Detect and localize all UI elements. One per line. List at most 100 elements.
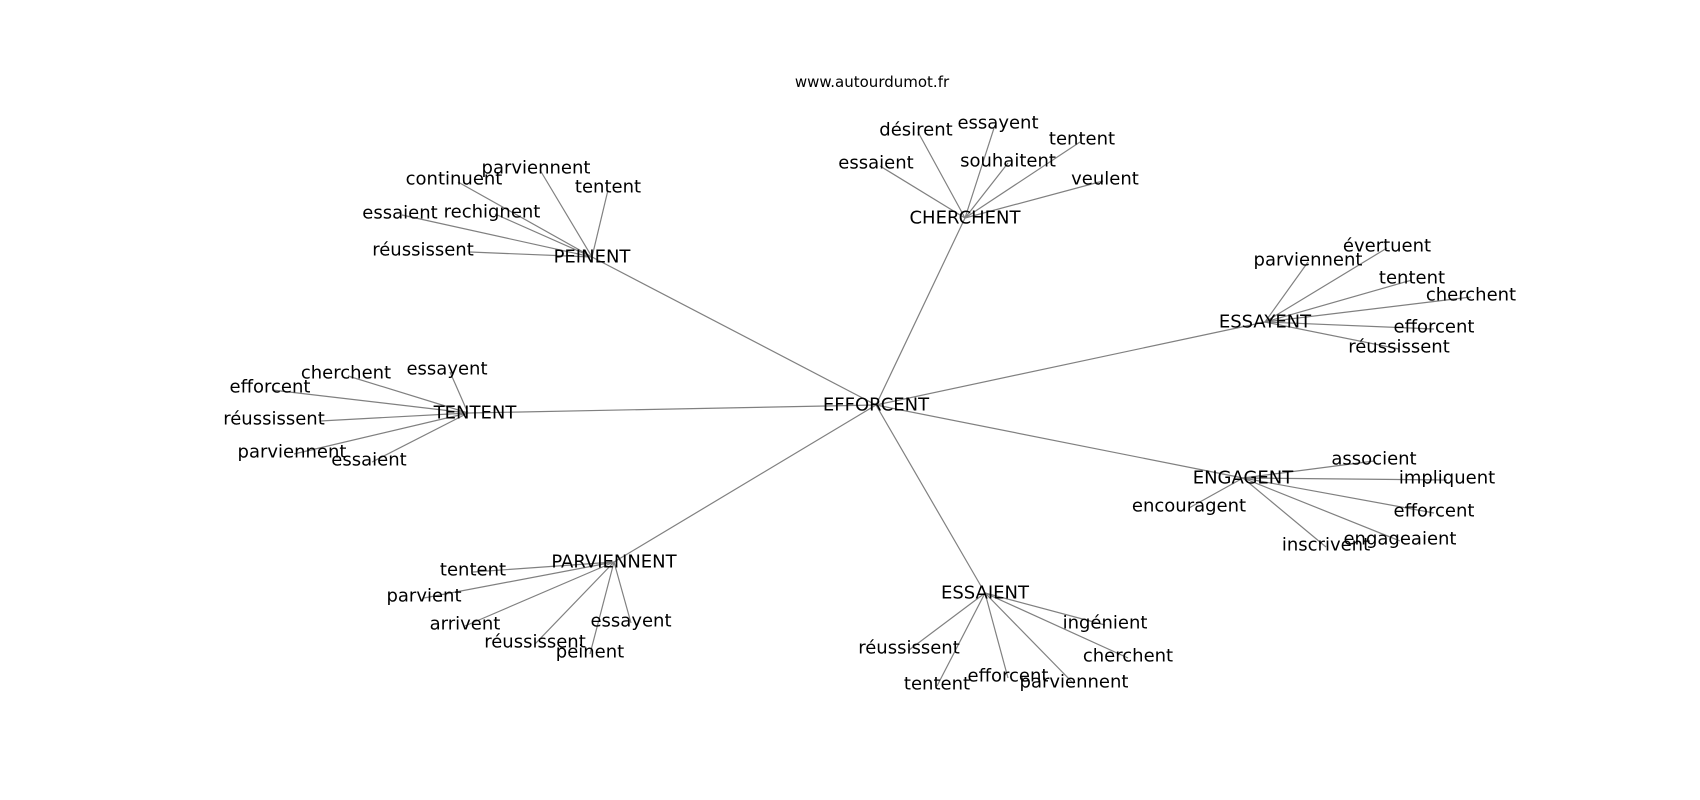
edge-center-to-parviennent (613, 404, 877, 563)
leaf-word[interactable]: parviennent (238, 442, 347, 463)
cluster-node-essayent[interactable]: ESSAYENT (1219, 312, 1312, 333)
edge-essaient-to-réussissent (908, 592, 986, 651)
site-url: www.autourdumot.fr (795, 73, 950, 91)
leaf-word[interactable]: essayent (406, 359, 487, 380)
leaf-word[interactable]: ingénient (1063, 613, 1148, 634)
leaf-word[interactable]: tentent (1379, 268, 1445, 289)
leaf-word[interactable]: peinent (556, 642, 624, 663)
edge-center-to-essayent (875, 321, 1266, 406)
edge-essayent-to-réussissent (1264, 321, 1400, 350)
leaf-word[interactable]: rechignent (444, 202, 541, 223)
leaf-word[interactable]: cherchent (301, 363, 391, 384)
edge-engagent-to-engageaient (1242, 477, 1401, 542)
edge-tentent-to-efforcent (271, 389, 469, 414)
edge-center-to-essaient (875, 404, 986, 594)
leaf-word[interactable]: tentent (440, 560, 506, 581)
edge-center-to-peinent (591, 256, 877, 406)
leaf-word[interactable]: parviennent (1020, 672, 1129, 693)
cluster-node-engagent[interactable]: ENGAGENT (1193, 468, 1295, 489)
graph-labels: EFFORCENTPEINENTparviennenttententcontin… (223, 113, 1516, 695)
leaf-word[interactable]: efforcent (968, 666, 1049, 687)
edge-cherchent-to-veulent (964, 180, 1104, 219)
leaf-word[interactable]: efforcent (1394, 501, 1475, 522)
edge-tentent-to-réussissent (319, 412, 469, 422)
cluster-node-peinent[interactable]: PEINENT (554, 247, 632, 268)
leaf-word[interactable]: efforcent (230, 377, 311, 398)
edge-parviennent-to-essayent (613, 561, 632, 624)
center-word[interactable]: EFFORCENT (823, 395, 930, 416)
graph-edges (271, 124, 1472, 687)
edge-essayent-to-tentent (1264, 279, 1413, 323)
edge-tentent-to-essayent (449, 371, 469, 414)
leaf-word[interactable]: essaient (362, 203, 437, 224)
edge-cherchent-to-essaient (879, 165, 966, 219)
leaf-word[interactable]: désirent (879, 120, 952, 141)
leaf-word[interactable]: essaient (838, 153, 913, 174)
cluster-node-essaient[interactable]: ESSAIENT (941, 583, 1030, 604)
cluster-node-tentent[interactable]: TENTENT (433, 403, 518, 424)
leaf-word[interactable]: efforcent (1394, 317, 1475, 338)
cluster-node-parviennent[interactable]: PARVIENNENT (551, 552, 677, 573)
edge-engagent-to-encouragent (1188, 477, 1244, 509)
edge-center-to-tentent (467, 404, 877, 414)
leaf-word[interactable]: inscrivent (1282, 535, 1370, 556)
leaf-word[interactable]: essayent (957, 113, 1038, 134)
edge-essaient-to-ingénient (984, 592, 1106, 626)
leaf-word[interactable]: tentent (904, 674, 970, 695)
leaf-word[interactable]: tentent (1049, 129, 1115, 150)
leaf-word[interactable]: parviennent (1254, 250, 1363, 271)
leaf-word[interactable]: essaient (331, 450, 406, 471)
leaf-word[interactable]: impliquent (1399, 468, 1495, 489)
leaf-word[interactable]: parviennent (482, 158, 591, 179)
leaf-word[interactable]: évertuent (1343, 236, 1431, 257)
leaf-word[interactable]: continuent (406, 169, 503, 190)
leaf-word[interactable]: réussissent (372, 240, 474, 261)
leaf-word[interactable]: encouragent (1132, 496, 1246, 517)
cluster-node-cherchent[interactable]: CHERCHENT (909, 208, 1021, 229)
leaf-word[interactable]: cherchent (1083, 646, 1173, 667)
edge-parviennent-to-arrivent (464, 561, 615, 627)
edge-center-to-engagent (875, 404, 1244, 479)
edge-engagent-to-associent (1242, 460, 1375, 479)
leaf-word[interactable]: arrivent (430, 614, 501, 635)
edge-tentent-to-parviennent (293, 412, 469, 455)
edge-essaient-to-cherchent (984, 592, 1129, 659)
edge-essayent-to-cherchent (1264, 296, 1472, 323)
leaf-word[interactable]: réussissent (858, 638, 960, 659)
edge-peinent-to-parviennent (539, 169, 593, 258)
leaf-word[interactable]: engageaient (1343, 529, 1456, 550)
edge-essayent-to-efforcent (1264, 321, 1435, 330)
edge-peinent-to-réussissent (469, 251, 593, 258)
edge-cherchent-to-tentent (964, 141, 1081, 219)
edge-peinent-to-rechignent (494, 213, 593, 258)
leaf-word[interactable]: essayent (590, 611, 671, 632)
leaf-word[interactable]: parvient (386, 586, 461, 607)
edge-parviennent-to-parvient (423, 561, 615, 599)
edge-parviennent-to-tentent (472, 561, 615, 573)
leaf-word[interactable]: tentent (575, 177, 641, 198)
leaf-word[interactable]: réussissent (484, 632, 586, 653)
edge-center-to-cherchent (875, 217, 966, 406)
leaf-word[interactable]: cherchent (1426, 285, 1516, 306)
edge-peinent-to-essaient (401, 214, 593, 258)
edge-essayent-to-parviennent (1264, 261, 1309, 323)
leaf-word[interactable]: réussissent (223, 409, 325, 430)
edge-parviennent-to-peinent (589, 561, 615, 655)
edge-cherchent-to-désirent (917, 131, 966, 219)
edge-tentent-to-cherchent (347, 375, 469, 414)
edge-cherchent-to-essayent (964, 124, 996, 219)
edge-parviennent-to-réussissent (534, 561, 615, 645)
edge-peinent-to-continuent (457, 181, 593, 258)
edge-engagent-to-inscrivent (1242, 477, 1327, 548)
edge-cherchent-to-souhaitent (964, 162, 1009, 219)
leaf-word[interactable]: associent (1331, 449, 1416, 470)
edge-essaient-to-efforcent (984, 592, 1009, 679)
edge-peinent-to-tentent (591, 189, 609, 258)
edge-essaient-to-parviennent (984, 592, 1075, 685)
leaf-word[interactable]: réussissent (1348, 337, 1450, 358)
leaf-word[interactable]: veulent (1071, 169, 1139, 190)
edge-tentent-to-essaient (371, 412, 469, 463)
edge-engagent-to-impliquent (1242, 477, 1448, 481)
leaf-word[interactable]: souhaitent (960, 151, 1056, 172)
